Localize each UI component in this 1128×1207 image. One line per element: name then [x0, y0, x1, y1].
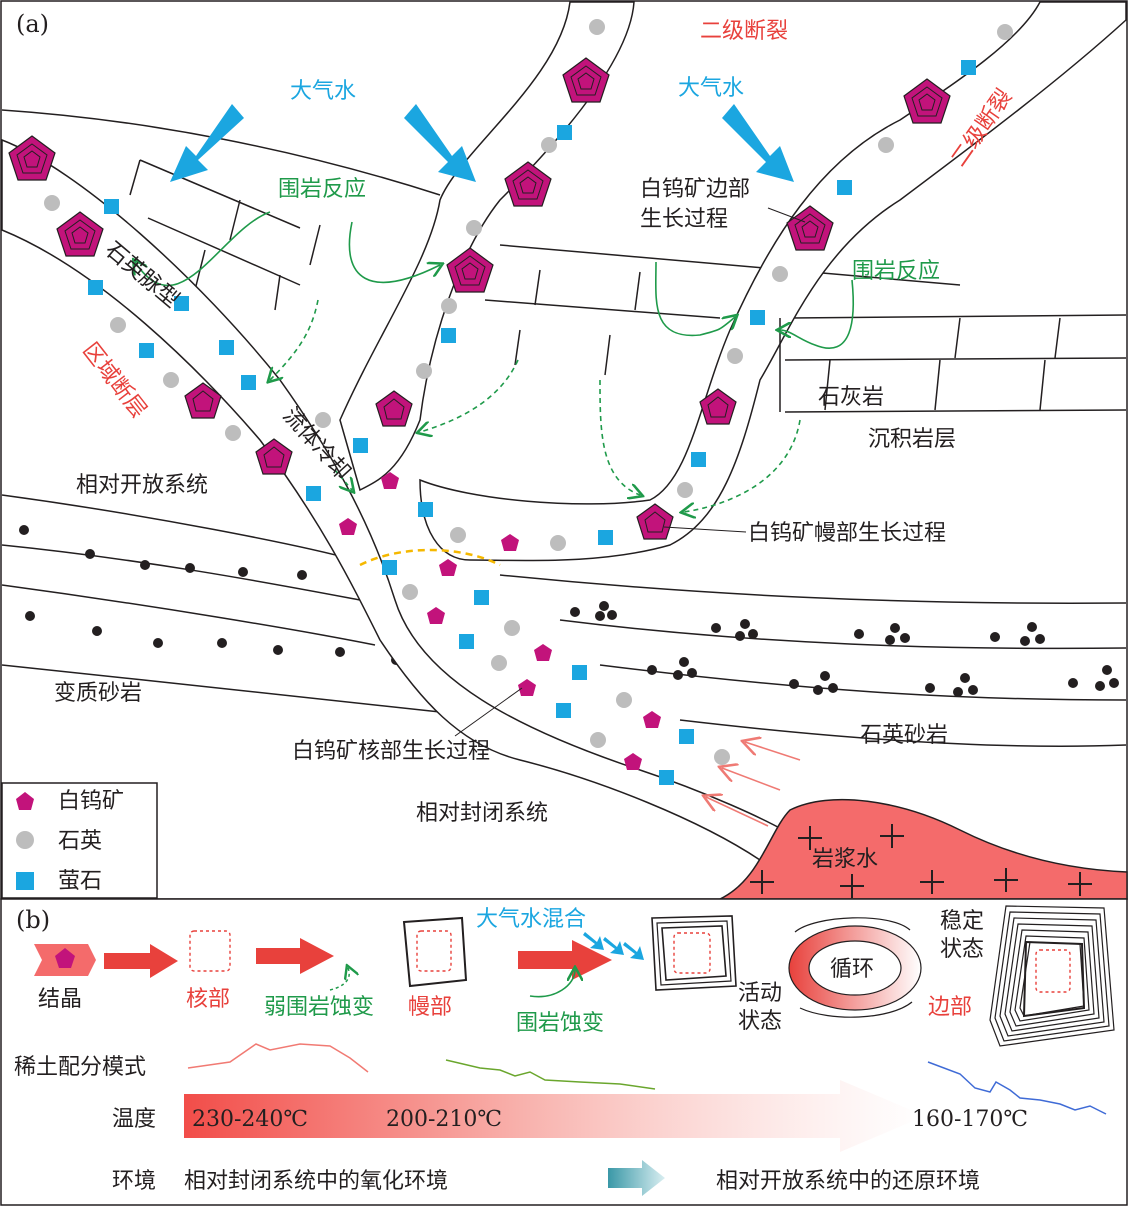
temperature-value-2: 200-210℃ [386, 1107, 502, 1132]
limestone-label: 石灰岩 [818, 385, 884, 410]
weak-alteration-arrow [329, 968, 349, 991]
stable-state-label-1: 稳定 [940, 909, 984, 934]
legend-quartz-label: 石英 [58, 829, 102, 854]
legend-quartz-icon [16, 831, 34, 849]
active-state-label-2: 状态 [738, 1009, 782, 1034]
active-state-label-1: 活动 [738, 981, 782, 1006]
ree-curve-core [187, 1043, 369, 1073]
crystal-seed-icon [34, 944, 96, 976]
leader-lines [454, 207, 806, 737]
legend-fluorite-icon [16, 872, 34, 890]
sediment-layers [1, 109, 1127, 413]
environment-label: 环境 [112, 1169, 156, 1194]
legend-scheelite-icon [16, 792, 34, 810]
wallrock-alteration-label: 围岩蚀变 [516, 1011, 604, 1036]
stable-state-crystal-icon [989, 905, 1115, 1047]
meteoric-water-arrows [170, 104, 794, 182]
scheelite-rim-label-1: 白钨矿边部 [640, 177, 750, 202]
panel-b-label: (b) [16, 906, 50, 934]
vein-minerals [8, 19, 1013, 785]
panel-a-label: (a) [16, 10, 49, 38]
legend-fluorite-label: 萤石 [58, 869, 102, 894]
relatively-open-system-label: 相对开放系统 [76, 473, 208, 498]
metasandstone-label: 变质砂岩 [54, 681, 142, 706]
crystallization-label: 结晶 [38, 987, 82, 1012]
scheelite-rim-label-2: 生长过程 [640, 207, 728, 232]
wallrock-reaction-label-1: 围岩反应 [278, 177, 366, 202]
scheelite-mantle-label: 白钨矿幔部生长过程 [748, 521, 946, 546]
core-label: 核部 [186, 987, 230, 1012]
ree-pattern-label: 稀土配分模式 [14, 1055, 146, 1080]
meteoric-water-label-1: 大气水 [290, 79, 356, 104]
relatively-closed-system-label: 相对封闭系统 [416, 801, 548, 826]
quartz-sandstone-label: 石英砂岩 [860, 723, 948, 748]
active-state-crystal-icon [651, 915, 737, 991]
legend-scheelite-label: 白钨矿 [58, 789, 124, 814]
magmatic-water-label: 岩浆水 [812, 847, 878, 872]
meteoric-water-label-2: 大气水 [678, 76, 744, 101]
scheelite-core-label: 白钨矿核部生长过程 [292, 739, 490, 764]
secondary-fault-label-1: 二级断裂 [700, 19, 788, 44]
environment-closed-label: 相对封闭系统中的氧化环境 [184, 1169, 448, 1194]
magmatic-water-arrows [706, 742, 801, 827]
panel-b-frame [0, 898, 1128, 1206]
stable-state-label-2: 状态 [940, 937, 984, 962]
temperature-label: 温度 [112, 1107, 156, 1132]
circulation-ring-icon [788, 917, 922, 1018]
mantle-icon [402, 916, 468, 988]
sandstone-grains [19, 525, 1119, 697]
temperature-value-3: 160-170℃ [912, 1107, 1028, 1132]
meteoric-mixing-label: 大气水混合 [476, 907, 586, 932]
sedimentary-layer-label: 沉积岩层 [868, 427, 956, 452]
magma-body [719, 798, 1128, 900]
ree-curve-rim [927, 1061, 1107, 1115]
circulation-label: 循环 [830, 957, 874, 982]
mantle-label: 幔部 [408, 995, 452, 1020]
wallrock-alteration-arrow [529, 970, 575, 998]
ree-curve-mantle [445, 1059, 656, 1090]
temperature-value-1: 230-240℃ [192, 1107, 308, 1132]
environment-open-label: 相对开放系统中的还原环境 [716, 1169, 980, 1194]
temperature-gradient-arrow [184, 1080, 925, 1152]
wallrock-reaction-arrows [135, 211, 855, 512]
wallrock-reaction-label-2: 围岩反应 [852, 259, 940, 284]
weak-alteration-label: 弱围岩蚀变 [264, 995, 374, 1020]
environment-arrow [608, 1160, 665, 1196]
rim-label: 边部 [928, 995, 972, 1020]
legend: 白钨矿 石英 萤石 [1, 782, 158, 899]
cooling-boundary [359, 548, 501, 567]
growth-arrows [104, 938, 612, 980]
meteoric-mixing-arrows [583, 932, 644, 960]
core-icon [189, 930, 231, 972]
